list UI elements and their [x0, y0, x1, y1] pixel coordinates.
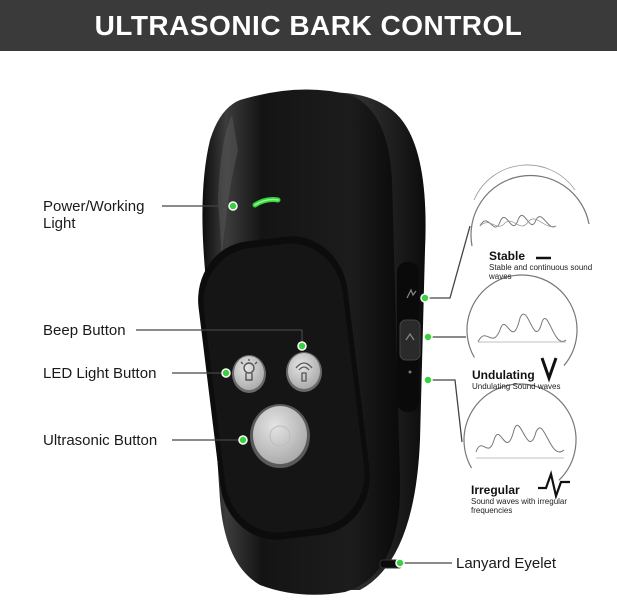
- callout-ultrasonic-button: Ultrasonic Button: [43, 432, 158, 449]
- sound-icon: [295, 362, 313, 382]
- callout-lines: [136, 205, 471, 564]
- callout-beep-button: Beep Button: [43, 322, 126, 339]
- callout-power-light: Power/Working Light: [43, 198, 145, 232]
- wave-undulating: [466, 274, 578, 386]
- title-bar: ULTRASONIC BARK CONTROL: [0, 0, 617, 51]
- page-title: ULTRASONIC BARK CONTROL: [94, 9, 523, 41]
- wave-irregular: [463, 383, 577, 500]
- mode-switch[interactable]: [397, 262, 421, 412]
- wave-irregular-title: Irregular: [471, 483, 520, 497]
- callout-dots: [221, 201, 433, 568]
- ultrasonic-button[interactable]: [250, 404, 310, 468]
- beep-button[interactable]: [286, 352, 322, 392]
- wave-irregular-description: Sound waves with irregular frequencies: [471, 497, 568, 515]
- wave-undulating-title: Undulating: [472, 368, 535, 382]
- wave-stable: [470, 164, 590, 260]
- callout-lanyard-eyelet: Lanyard Eyelet: [456, 555, 557, 572]
- wave-stable-title: Stable: [489, 249, 526, 263]
- led-light-button[interactable]: [232, 355, 266, 393]
- callout-led-light-button: LED Light Button: [43, 365, 157, 382]
- device-highlight: [218, 115, 238, 260]
- wave-stable-description: Stable and continuous sound waves: [489, 263, 593, 281]
- bulb-icon: [240, 359, 258, 381]
- wave-undulating-description: Undulating Sound waves: [472, 382, 561, 391]
